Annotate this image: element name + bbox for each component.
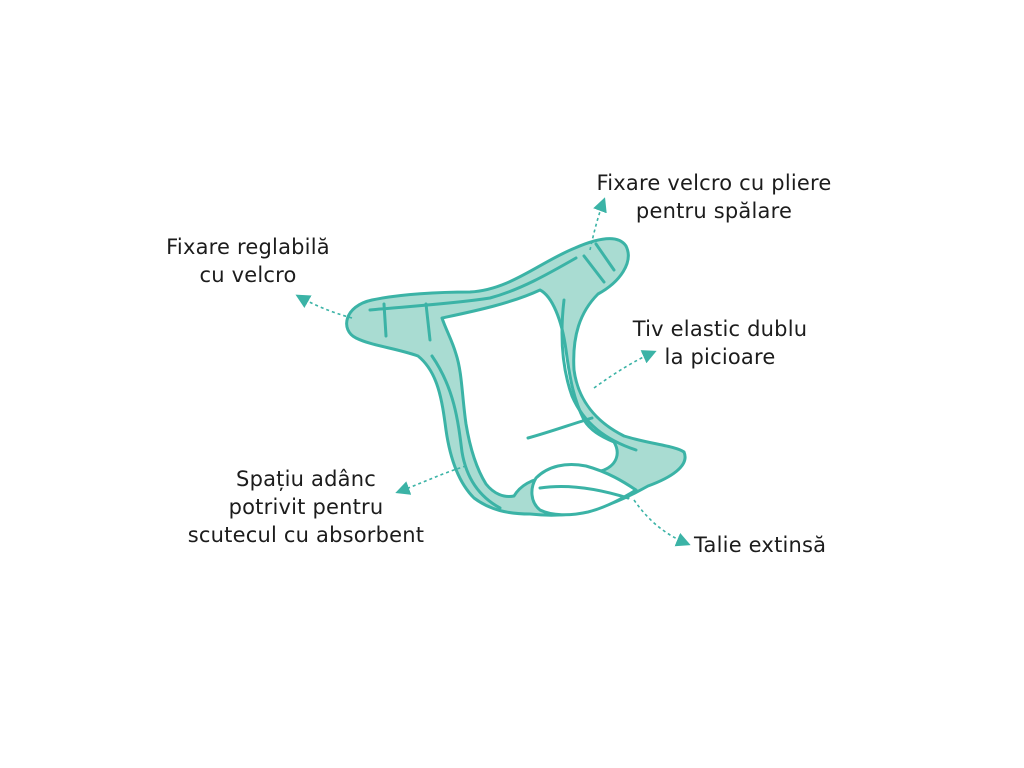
arrow-waist-icon (633, 499, 691, 547)
diaper-cover-icon (345, 237, 687, 517)
back-pocket (530, 463, 638, 517)
label-double-elastic-hem: Tiv elastic dublu la picioare (617, 315, 823, 371)
arrow-deep-space-icon (395, 465, 467, 495)
arrow-velcro-fold-icon (589, 197, 607, 251)
label-adjustable-line2: cu velcro (199, 263, 297, 287)
arrow-adjustable-icon (295, 294, 353, 319)
label-adjustable-velcro: Fixare reglabilă cu velcro (160, 233, 336, 289)
label-deep-space-line3: scutecul cu absorbent (187, 523, 425, 547)
label-velcro-fold-line2: pentru spălare (635, 199, 793, 223)
pocket-edge (538, 485, 630, 500)
waist-seam (368, 256, 578, 312)
label-deep-space: Spațiu adânc potrivit pentru scutecul cu… (170, 465, 442, 549)
velcro-tab-right (582, 242, 616, 284)
label-deep-space-line2: potrivit pentru (228, 495, 384, 519)
label-velcro-fold: Fixare velcro cu pliere pentru spălare (583, 169, 845, 225)
elastic-hem-right (560, 298, 638, 452)
pointer-arrows (295, 197, 691, 547)
label-deep-space-line1: Spațiu adânc (236, 467, 376, 491)
elastic-hem-left (430, 354, 502, 510)
inner-crease (526, 416, 594, 440)
label-extended-waist: Talie extinsă (694, 531, 844, 559)
label-elastic-line2: la picioare (664, 345, 776, 369)
label-elastic-line1: Tiv elastic dublu (632, 317, 808, 341)
label-waist-line1: Talie extinsă (694, 533, 827, 557)
label-adjustable-line1: Fixare reglabilă (166, 235, 330, 259)
arrow-elastic-icon (593, 350, 657, 389)
label-velcro-fold-line1: Fixare velcro cu pliere (596, 171, 832, 195)
